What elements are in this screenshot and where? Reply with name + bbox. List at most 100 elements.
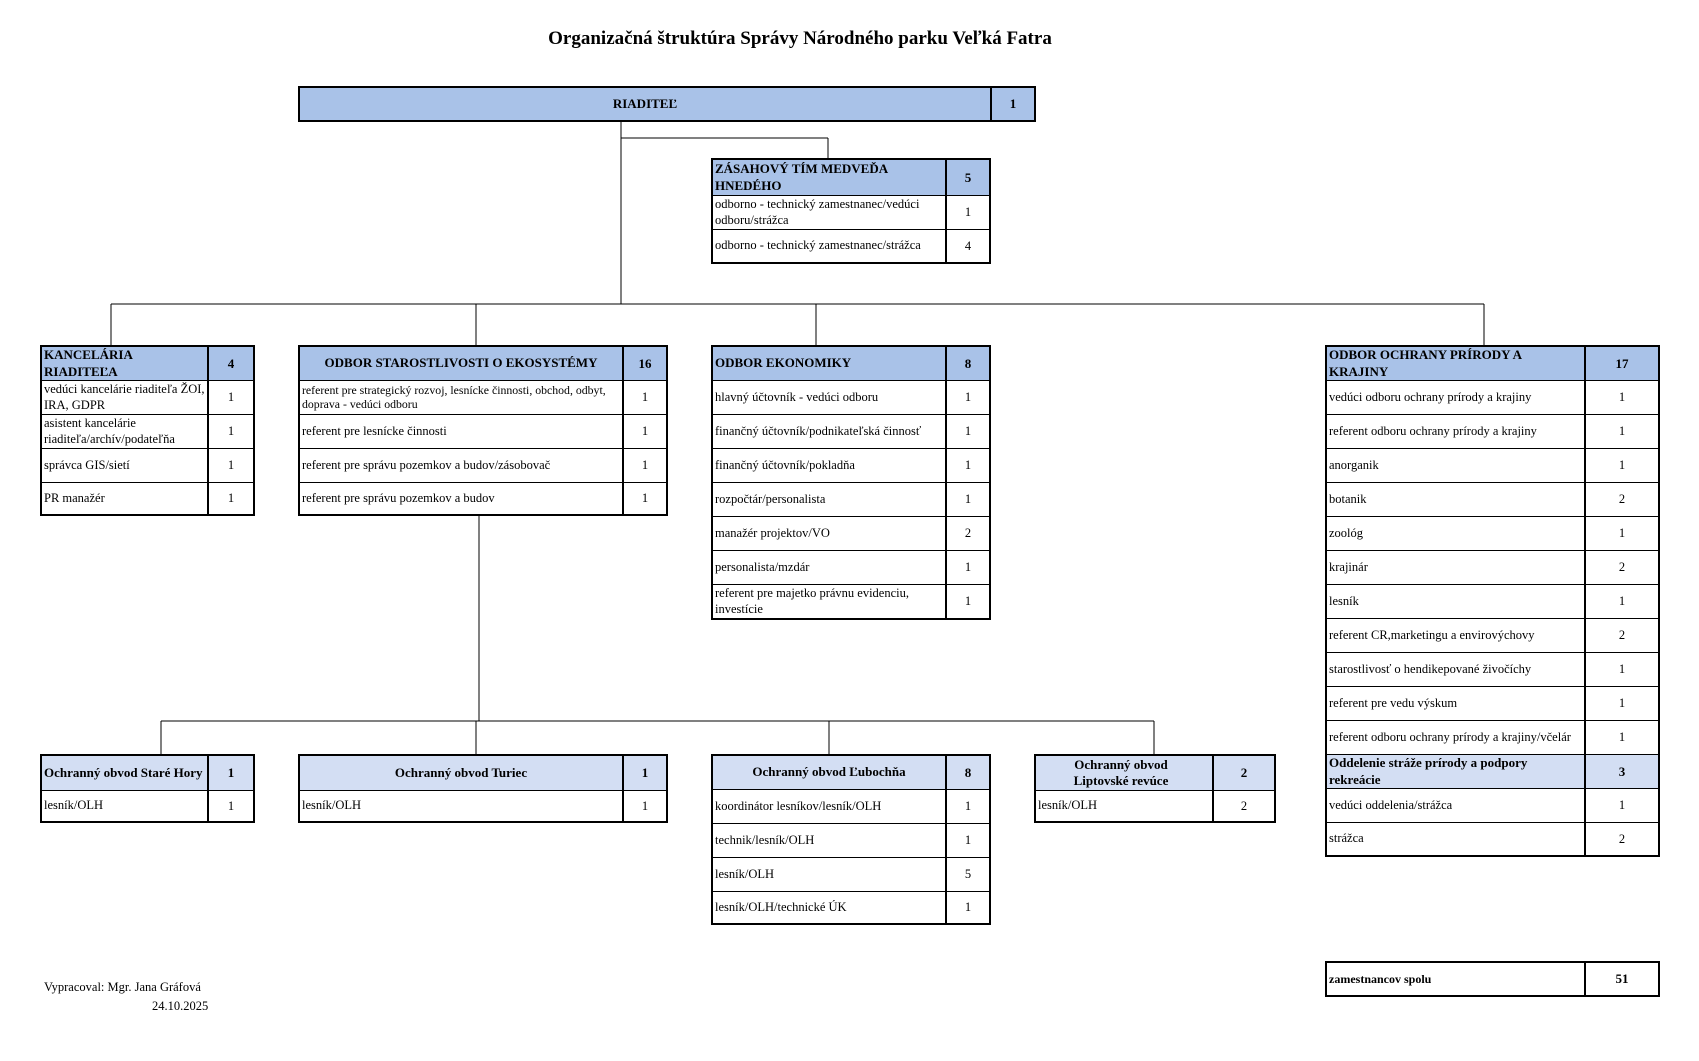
- role-count: 1: [945, 585, 989, 618]
- role-count: 1: [207, 483, 253, 514]
- box-count: 16: [622, 347, 666, 380]
- role-count: 1: [1584, 415, 1658, 448]
- role-count: 5: [945, 858, 989, 891]
- role-label: lesník/OLH/technické ÚK: [715, 899, 847, 914]
- role-count: 1: [945, 892, 989, 923]
- box-kancelaria-riaditela: KANCELÁRIA RIADITEĽA 4 vedúci kancelárie…: [40, 345, 255, 516]
- role-count: 1: [622, 381, 666, 414]
- box-count: 17: [1584, 347, 1658, 380]
- box-obvod-liptovske-revuce: Ochranný obvod Liptovské revúce 2 lesník…: [1034, 754, 1276, 823]
- role-label: rozpočtár/personalista: [715, 491, 826, 506]
- role-label: referent CR,marketingu a envirovýchovy: [1329, 627, 1535, 642]
- role-count: 1: [622, 449, 666, 482]
- role-count: 1: [207, 449, 253, 482]
- role-label: referent pre strategický rozvoj, lesníck…: [302, 382, 606, 411]
- box-count: 1: [207, 756, 253, 790]
- role-count: 2: [1584, 551, 1658, 584]
- role-label: PR manažér: [44, 490, 105, 505]
- box-title: Oddelenie stráže prírody a podpory rekre…: [1329, 755, 1528, 787]
- role-label: vedúci kancelárie riaditeľa ŽOI, IRA, GD…: [44, 381, 205, 412]
- role-count: 1: [945, 449, 989, 482]
- role-label: správca GIS/sietí: [44, 457, 130, 472]
- role-count: 1: [1584, 789, 1658, 822]
- role-count: 1: [207, 381, 253, 414]
- box-title: RIADITEĽ: [612, 95, 678, 111]
- role-label: lesník/OLH: [715, 866, 775, 881]
- role-label: technik/lesník/OLH: [715, 832, 815, 847]
- role-count: 1: [622, 791, 666, 821]
- role-count: 2: [1212, 791, 1274, 821]
- date-note: 24.10.2025: [152, 999, 209, 1013]
- box-count: 1: [990, 88, 1034, 120]
- box-zasahovy-tim: ZÁSAHOVÝ TÍM MEDVEĎA HNEDÉHO 5 odborno -…: [711, 158, 991, 264]
- role-count: 1: [1584, 449, 1658, 482]
- role-count: 1: [945, 824, 989, 857]
- role-label: zoológ: [1329, 525, 1364, 540]
- role-label: lesník: [1329, 593, 1359, 608]
- role-label: referent pre správu pozemkov a budov: [302, 490, 495, 505]
- role-label: strážca: [1329, 831, 1364, 846]
- box-count: 5: [945, 160, 989, 195]
- role-label: lesník/OLH: [44, 798, 104, 813]
- box-odbor-ekonomiky: ODBOR EKONOMIKY 8 hlavný účtovník - vedú…: [711, 345, 991, 620]
- box-title: ZÁSAHOVÝ TÍM MEDVEĎA HNEDÉHO: [715, 161, 888, 193]
- box-title: KANCELÁRIA RIADITEĽA: [44, 347, 133, 379]
- role-label: asistent kancelárie riaditeľa/archív/pod…: [44, 415, 175, 446]
- role-count: 1: [1584, 517, 1658, 550]
- role-count: 2: [1584, 823, 1658, 855]
- role-count: 1: [207, 791, 253, 821]
- role-label: referent pre vedu výskum: [1329, 695, 1458, 710]
- box-title: Ochranný obvod Ľubochňa: [752, 764, 906, 780]
- box-count: 3: [1584, 755, 1658, 788]
- role-label: vedúci odboru ochrany prírody a krajiny: [1329, 389, 1532, 404]
- role-label: personalista/mzdár: [715, 559, 810, 574]
- role-count: 1: [622, 415, 666, 448]
- author-note: Vypracoval: Mgr. Jana Gráfová: [44, 980, 201, 994]
- role-label: vedúci oddelenia/strážca: [1329, 797, 1453, 812]
- role-count: 1: [945, 483, 989, 516]
- role-label: referent pre správu pozemkov a budov/zás…: [302, 457, 551, 472]
- role-count: 1: [207, 415, 253, 448]
- role-count: 1: [1584, 653, 1658, 686]
- role-label: referent odboru ochrany prírody a krajin…: [1329, 729, 1571, 744]
- role-count: 1: [1584, 381, 1658, 414]
- role-label: koordinátor lesníkov/lesník/OLH: [715, 798, 882, 813]
- role-label: referent pre lesnícke činnosti: [302, 423, 447, 438]
- box-odbor-starostlivosti: ODBOR STAROSTLIVOSTI O EKOSYSTÉMY 16 ref…: [298, 345, 668, 516]
- role-label: hlavný účtovník - vedúci odboru: [715, 389, 879, 404]
- box-title: Ochranný obvod Liptovské revúce: [1073, 756, 1169, 788]
- role-label: manažér projektov/VO: [715, 525, 830, 540]
- role-count: 1: [945, 551, 989, 584]
- box-count: 8: [945, 756, 989, 789]
- role-label: lesník/OLH: [302, 798, 362, 813]
- total-count: 51: [1584, 963, 1658, 995]
- role-label: anorganik: [1329, 457, 1379, 472]
- role-count: 1: [945, 196, 989, 229]
- role-label: odborno - technický zamestnanec/vedúci o…: [715, 196, 920, 227]
- role-count: 2: [945, 517, 989, 550]
- box-obvod-lubochna: Ochranný obvod Ľubochňa 8 koordinátor le…: [711, 754, 991, 925]
- role-label: starostlivosť o hendikepované živočíchy: [1329, 661, 1532, 676]
- box-count: 4: [207, 347, 253, 380]
- total-label: zamestnancov spolu: [1329, 971, 1432, 986]
- box-title: Ochranný obvod Staré Hory: [44, 764, 203, 780]
- role-count: 1: [945, 381, 989, 414]
- role-count: 4: [945, 230, 989, 262]
- box-title: Ochranný obvod Turiec: [394, 764, 528, 780]
- role-label: odborno - technický zamestnanec/strážca: [715, 238, 921, 253]
- role-label: finančný účtovník/podnikateľská činnosť: [715, 423, 922, 438]
- role-count: 1: [945, 415, 989, 448]
- role-label: lesník/OLH: [1038, 798, 1098, 813]
- box-zamestnancov-spolu: zamestnancov spolu 51: [1325, 961, 1660, 997]
- box-obvod-stare-hory: Ochranný obvod Staré Hory 1 lesník/OLH 1: [40, 754, 255, 823]
- role-count: 1: [945, 790, 989, 823]
- role-count: 1: [622, 483, 666, 514]
- box-count: 2: [1212, 756, 1274, 790]
- role-label: krajinár: [1329, 559, 1368, 574]
- box-title: ODBOR STAROSTLIVOSTI O EKOSYSTÉMY: [324, 355, 598, 371]
- box-count: 1: [622, 756, 666, 790]
- role-count: 1: [1584, 721, 1658, 754]
- box-count: 8: [945, 347, 989, 380]
- role-label: referent pre majetko právnu evidenciu, i…: [715, 585, 910, 616]
